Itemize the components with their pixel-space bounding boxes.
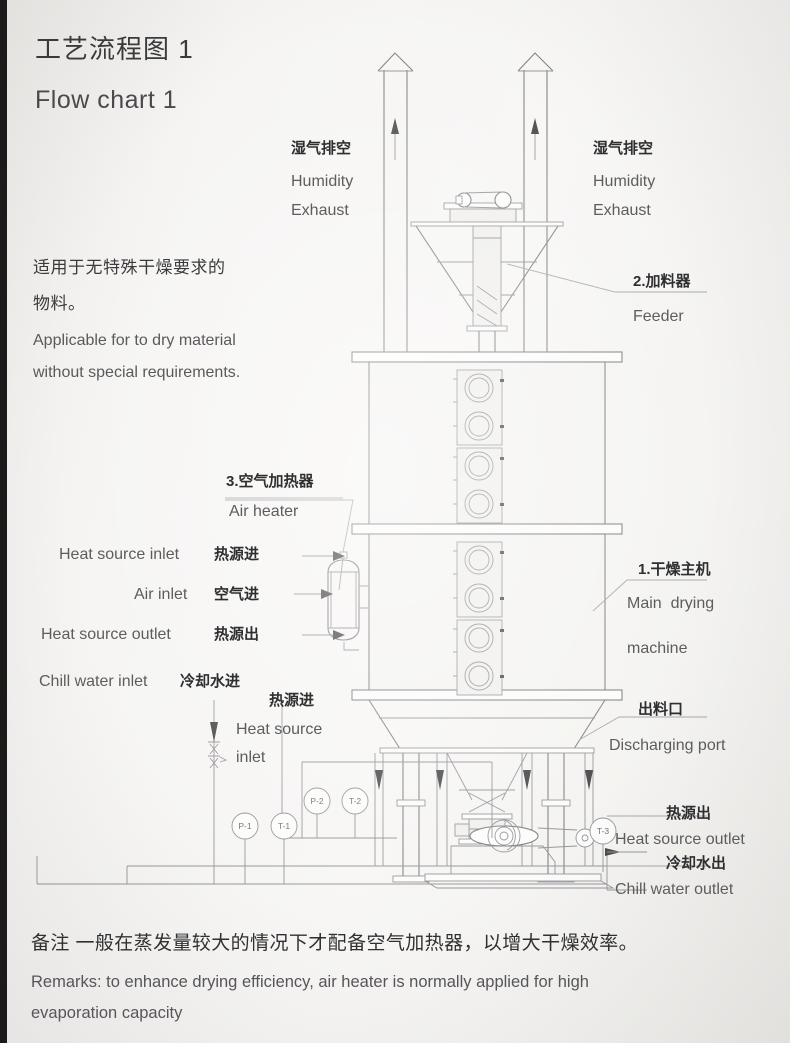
instrument-tag: T-3: [597, 826, 610, 836]
exhaust-stack-right: [517, 52, 554, 356]
instrument-bubble-t2: T-2: [341, 787, 369, 838]
instrument-tag: T-2: [349, 796, 362, 806]
air-inlet-label-en: Air inlet: [134, 586, 188, 603]
instrument-tag: P-1: [238, 821, 252, 831]
chill-water-outlet-label-en: Chill water outlet: [615, 881, 734, 898]
heat-source-outlet-left-label-cn: 热源出: [214, 626, 260, 643]
applicability-en-line2: without special requirements.: [33, 364, 241, 381]
sight-glass-panel-1: [453, 369, 504, 446]
heat-source-inlet-bottom-label-en-2: inlet: [236, 749, 266, 766]
chill-water-inlet-label-en: Chill water inlet: [39, 673, 148, 690]
sight-glass-panel-4: [453, 619, 504, 696]
feeder-label-en: Feeder: [633, 308, 684, 325]
heat-source-outlet-right-label-cn: 热源出: [666, 805, 712, 822]
remarks-en-line2: evaporation capacity: [31, 1004, 183, 1022]
sight-glass-panel-2: [453, 447, 504, 524]
chill-water-inlet-label-cn: 冷却水进: [180, 673, 241, 690]
instrument-tag: T-1: [278, 821, 291, 831]
exhaust-stack-left: [377, 52, 414, 356]
heat-source-inlet-bottom-label-en-1: Heat source: [236, 721, 323, 738]
bottom-headers: [36, 848, 647, 891]
air-heater-label-en: Air heater: [229, 503, 299, 520]
heat-source-outlet-right-label-en: Heat source outlet: [615, 831, 745, 848]
chill-water-inlet-line: [208, 700, 228, 884]
main-drying-machine: [351, 351, 623, 701]
main-machine-label-cn: 1.干燥主机: [638, 561, 711, 578]
discharging-port-label-cn: 出料口: [638, 701, 684, 718]
sight-glass-panel-3: [453, 541, 504, 618]
chill-water-outlet-label-cn: 冷却水出: [666, 855, 727, 872]
exhaust-left-label-en-2: Exhaust: [291, 202, 349, 219]
heat-source-inlet-left-label-en: Heat source inlet: [59, 546, 180, 563]
heat-source-inlet-left-label-cn: 热源进: [214, 546, 260, 563]
exhaust-left-label-cn: 湿气排空: [291, 140, 352, 157]
air-heater-label-cn: 3.空气加热器: [226, 473, 314, 490]
applicability-en-line1: Applicable for to dry material: [33, 332, 236, 349]
discharging-port-label-en: Discharging port: [609, 737, 726, 754]
remarks-en-line1: Remarks: to enhance drying efficiency, a…: [31, 973, 589, 991]
main-machine-label-en-1: Main drying: [627, 595, 715, 612]
feeder-label-cn: 2.加料器: [633, 273, 691, 290]
applicability-cn-line2: 物料。: [33, 294, 86, 313]
exhaust-right-label-cn: 湿气排空: [593, 140, 654, 157]
feeder-assembly: [410, 191, 564, 356]
exhaust-right-label-en-2: Exhaust: [593, 202, 651, 219]
air-inlet-label-cn: 空气进: [214, 586, 260, 603]
remarks-cn: 备注 一般在蒸发量较大的情况下才配备空气加热器，以增大干燥效率。: [31, 933, 639, 954]
instrument-bubble-p1: P-1: [231, 812, 259, 884]
exhaust-left-label-en-1: Humidity: [291, 173, 354, 190]
main-machine-label-en-2: machine: [627, 640, 688, 657]
instrument-bubble-t1: T-1: [270, 812, 298, 884]
instrument-bubble-p2: P-2: [303, 787, 331, 838]
applicability-cn-line1: 适用于无特殊干燥要求的: [33, 258, 226, 277]
discharge-cone: [368, 699, 606, 845]
page-title-cn: 工艺流程图 1: [35, 34, 194, 64]
heat-source-inlet-bottom-label-cn: 热源进: [269, 692, 315, 709]
heat-source-outlet-left-label-en: Heat source outlet: [41, 626, 171, 643]
instrument-bubble-t3: T-3: [589, 817, 617, 872]
instrument-tag: P-2: [310, 796, 324, 806]
page-title-en: Flow chart 1: [35, 86, 178, 114]
flow-arrows: [375, 770, 593, 790]
exhaust-right-label-en-1: Humidity: [593, 173, 656, 190]
